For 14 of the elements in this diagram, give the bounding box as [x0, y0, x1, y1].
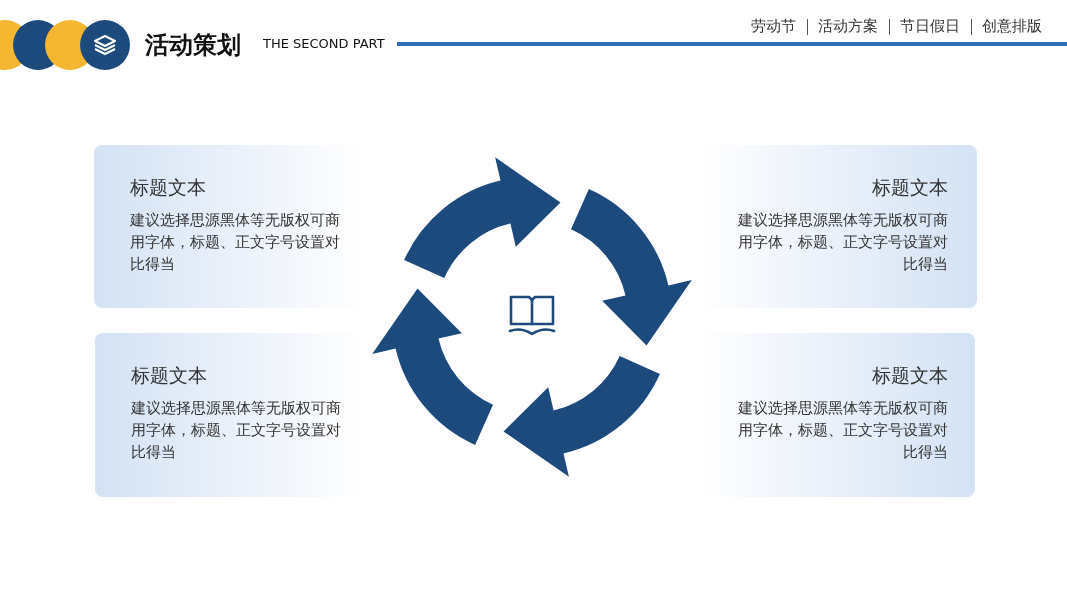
- subtitle-text: THE SECOND PART: [263, 36, 385, 51]
- nav-link: 创意排版: [982, 17, 1042, 36]
- title-text: 活动策划: [145, 30, 241, 61]
- nav-link: 活动方案: [818, 17, 878, 36]
- card-heading: 标题文本: [872, 175, 948, 200]
- nav-link: 节日假日: [900, 17, 960, 36]
- nav-link: 劳动节: [751, 17, 796, 36]
- card-body-text: 建议选择思源黑体等无版权可商用字体，标题、正文字号设置对比得当: [130, 210, 341, 275]
- card-heading: 标题文本: [131, 363, 207, 388]
- card-heading: 标题文本: [130, 175, 206, 200]
- card-body-text: 建议选择思源黑体等无版权可商用字体，标题、正文字号设置对比得当: [737, 210, 948, 275]
- card-heading: 标题文本: [872, 363, 948, 388]
- card-body-text: 建议选择思源黑体等无版权可商用字体，标题、正文字号设置对比得当: [131, 398, 342, 463]
- card-body-text: 建议选择思源黑体等无版权可商用字体，标题、正文字号设置对比得当: [737, 398, 948, 463]
